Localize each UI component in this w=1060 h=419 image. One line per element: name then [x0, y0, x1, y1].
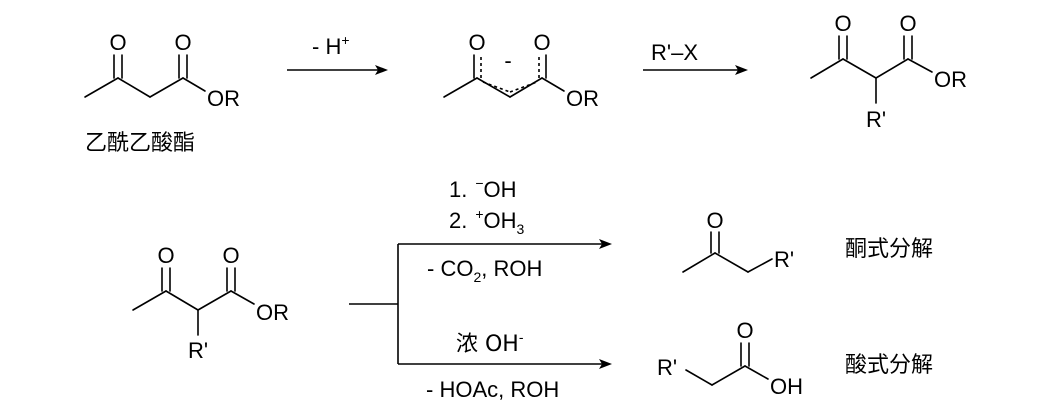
substrate-r-prime-label: R'	[188, 338, 208, 363]
start-compound-name: 乙酰乙酸酯	[85, 131, 195, 156]
acetoacetate-molecule: O O OR	[84, 30, 240, 111]
enolate-charge: -	[504, 48, 511, 73]
alkylation-arrow	[643, 65, 748, 75]
ketone-product-molecule: O R'	[682, 208, 794, 273]
substrate-ester-oxygen-label: O	[222, 243, 239, 268]
acidic-byproducts: - HOAc, ROH	[426, 377, 559, 402]
acid-product-oxygen-label: O	[736, 318, 753, 343]
alkylated-ketone-oxygen-label: O	[834, 11, 851, 36]
branch-arrows	[349, 239, 612, 369]
substrate-ketone-oxygen-label: O	[157, 243, 174, 268]
alkylated-ester-molecule: O O OR R'	[810, 11, 967, 132]
enolate-oxygen-1-label: O	[468, 30, 485, 55]
alkylated-or-label: OR	[934, 67, 967, 92]
acid-product-r-prime-label: R'	[657, 355, 677, 380]
acidic-cleavage-label: 酸式分解	[845, 353, 933, 378]
acid-product-molecule: O R' OH	[657, 318, 803, 399]
ketonic-byproducts: - CO2, ROH	[427, 256, 542, 285]
acidic-reagent: 浓 OH-	[456, 329, 524, 357]
alkylated-r-prime-label: R'	[866, 107, 886, 132]
alkylated-ester-oxygen-label: O	[899, 11, 916, 36]
alkylating-agent-label: R'–X	[651, 40, 698, 65]
acid-product-oh-label: OH	[770, 374, 803, 399]
deprotonation-label: - H+	[312, 32, 350, 59]
enolate-or-label: OR	[566, 86, 599, 111]
substrate-molecule: O O OR R'	[132, 243, 289, 363]
enolate-oxygen-2-label: O	[533, 30, 550, 55]
substrate-or-label: OR	[256, 300, 289, 325]
ketone-product-r-prime-label: R'	[774, 247, 794, 272]
ketonic-cleavage-label: 酮式分解	[845, 237, 933, 262]
enolate-molecule: O O - OR	[443, 30, 599, 111]
ketone-product-oxygen-label: O	[706, 208, 723, 233]
deprotonation-arrow	[287, 65, 388, 75]
ester-or-label: OR	[207, 86, 240, 111]
ester-oxygen-label: O	[174, 30, 191, 55]
ketonic-step-2: 2.+OH3	[449, 206, 525, 237]
ketonic-step-1: 1.−OH	[449, 175, 517, 202]
ketone-oxygen-label: O	[109, 30, 126, 55]
